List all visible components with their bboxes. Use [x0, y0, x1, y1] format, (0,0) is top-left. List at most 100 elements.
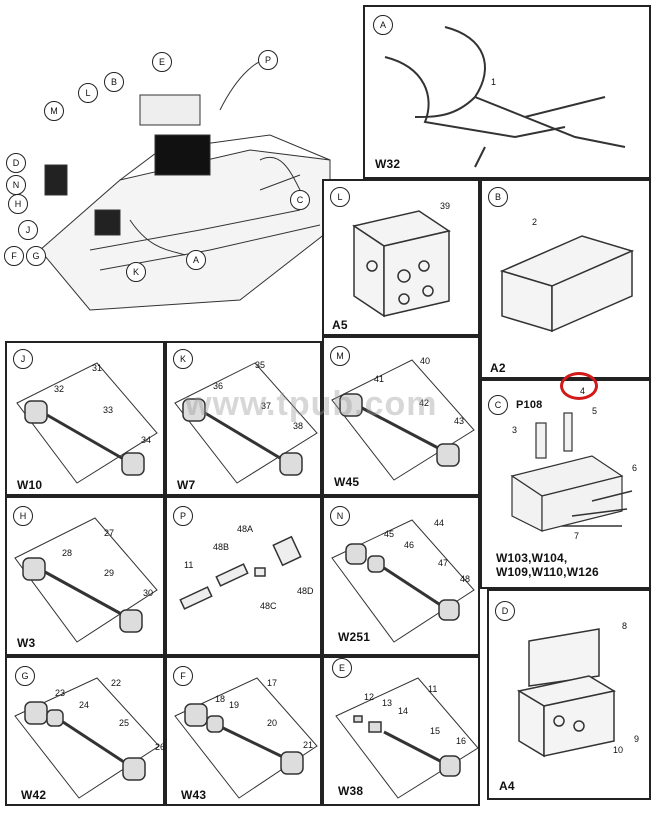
panel-w7: K 35 36 37 38 W7	[165, 341, 322, 496]
overview-letter-b[interactable]: B	[104, 72, 124, 92]
callout: 7	[574, 531, 580, 541]
panel-name: A5	[332, 318, 348, 332]
callout: 34	[141, 435, 152, 445]
panel-name: W10	[17, 478, 43, 492]
panel-w3: H 27 28 29 30 W3	[5, 496, 165, 656]
panel-letter: K	[173, 349, 193, 369]
callout: 10	[613, 745, 624, 755]
callout: 46	[404, 540, 415, 550]
overview-labels: E P B L M D N H J F G C K A	[0, 0, 360, 330]
callout: 2	[532, 217, 538, 227]
callout: 26	[155, 742, 166, 752]
callout: 14	[398, 706, 409, 716]
cable-w32-drawing	[384, 26, 626, 168]
callout: 42	[419, 398, 430, 408]
overview-letter-p[interactable]: P	[258, 50, 278, 70]
panel-name: W42	[21, 788, 47, 802]
cable-w42-drawing	[14, 677, 160, 799]
callout: 48C	[260, 601, 277, 611]
panel-letter: H	[13, 506, 33, 526]
callout: 13	[382, 698, 393, 708]
box-a4-drawing	[516, 628, 617, 758]
callout: 6	[632, 463, 638, 473]
overview-letter-g[interactable]: G	[26, 246, 46, 266]
callout: 47	[438, 558, 449, 568]
callout: 12	[364, 692, 375, 702]
callout: 11	[428, 684, 438, 694]
cable-w7-drawing	[174, 362, 318, 484]
panel-letter: F	[173, 666, 193, 686]
panel-w45: M 40 41 42 43 W45	[322, 336, 480, 496]
panel-name: W7	[177, 478, 196, 492]
callout: 29	[104, 568, 115, 578]
callout: 48	[460, 574, 471, 584]
highlight-circle	[560, 372, 598, 400]
callout: 28	[62, 548, 73, 558]
panel-w251: N 44 45 46 47 48 W251	[322, 496, 480, 656]
cable-w38-drawing	[335, 677, 479, 799]
callout: 25	[119, 718, 130, 728]
callout: 1	[491, 77, 497, 87]
callout: 48B	[213, 542, 230, 552]
panel-a4: D 8 9 10 A4	[487, 589, 651, 800]
callout: 18	[215, 694, 226, 704]
callout: 3	[512, 425, 518, 435]
box-a5-drawing	[352, 210, 451, 318]
overview-letter-m[interactable]: M	[44, 101, 64, 121]
panel-name: W45	[334, 475, 360, 489]
panel-name: W43	[181, 788, 207, 802]
panel-letter: L	[330, 187, 350, 207]
overview-letter-l[interactable]: K	[126, 262, 146, 282]
callout: 27	[104, 528, 115, 538]
panel-a2: B 2 A2	[480, 179, 651, 379]
overview-letter-h[interactable]: H	[8, 194, 28, 214]
panel-name: A4	[499, 779, 515, 793]
callout: 15	[430, 726, 441, 736]
callout: 48A	[237, 524, 254, 534]
callout: 16	[456, 736, 467, 746]
panel-name: W103,W104, W109,W110,W126	[496, 551, 599, 579]
panel-name: W3	[17, 636, 36, 650]
overview-letter-k[interactable]: L	[78, 83, 98, 103]
cable-w43-drawing	[174, 677, 318, 799]
callout: 38	[293, 421, 304, 431]
panel-letter: J	[13, 349, 33, 369]
panel-w32: A 1 W32	[363, 5, 651, 179]
panel-letter: P	[173, 506, 193, 526]
panel-name: W251	[338, 630, 371, 644]
panel-letter: M	[330, 346, 350, 366]
panel-letter: C	[488, 395, 508, 415]
overview-letter-c[interactable]: C	[290, 190, 310, 210]
panel-name: W38	[338, 784, 364, 798]
overview-letter-f[interactable]: F	[4, 246, 24, 266]
panel-title: P108	[516, 399, 543, 411]
overview-letter-a[interactable]: A	[186, 250, 206, 270]
callout: 17	[267, 678, 278, 688]
cable-w10-drawing	[16, 362, 158, 484]
panel-letter: N	[330, 506, 350, 526]
callout: 24	[79, 700, 90, 710]
overview-letter-d[interactable]: D	[6, 153, 26, 173]
panel-w38: E 11 12 13 14 15 16 W38	[322, 656, 480, 806]
cable-w3-drawing	[14, 517, 158, 643]
callout: 35	[255, 360, 266, 370]
callout: 41	[374, 374, 385, 384]
callout: 45	[384, 529, 395, 539]
panel-letter: E	[332, 658, 352, 678]
cable-w45-drawing	[331, 359, 475, 481]
panel-letter: D	[495, 601, 515, 621]
callout: 39	[440, 201, 451, 211]
panel-w43: F 17 18 19 20 21 W43	[165, 656, 322, 806]
overview-letter-e[interactable]: E	[152, 52, 172, 72]
callout: 33	[103, 405, 114, 415]
callout: 19	[229, 700, 240, 710]
callout: 40	[420, 356, 431, 366]
panel-name: A2	[490, 361, 506, 375]
panel-w42: G 22 23 24 25 26 W42	[5, 656, 165, 806]
callout: 31	[92, 363, 103, 373]
panel-p: P 11 48A 48B 48C 48D	[165, 496, 322, 656]
overview-letter-n[interactable]: N	[6, 175, 26, 195]
overview-letter-j[interactable]: J	[18, 220, 38, 240]
callout: 5	[592, 406, 598, 416]
